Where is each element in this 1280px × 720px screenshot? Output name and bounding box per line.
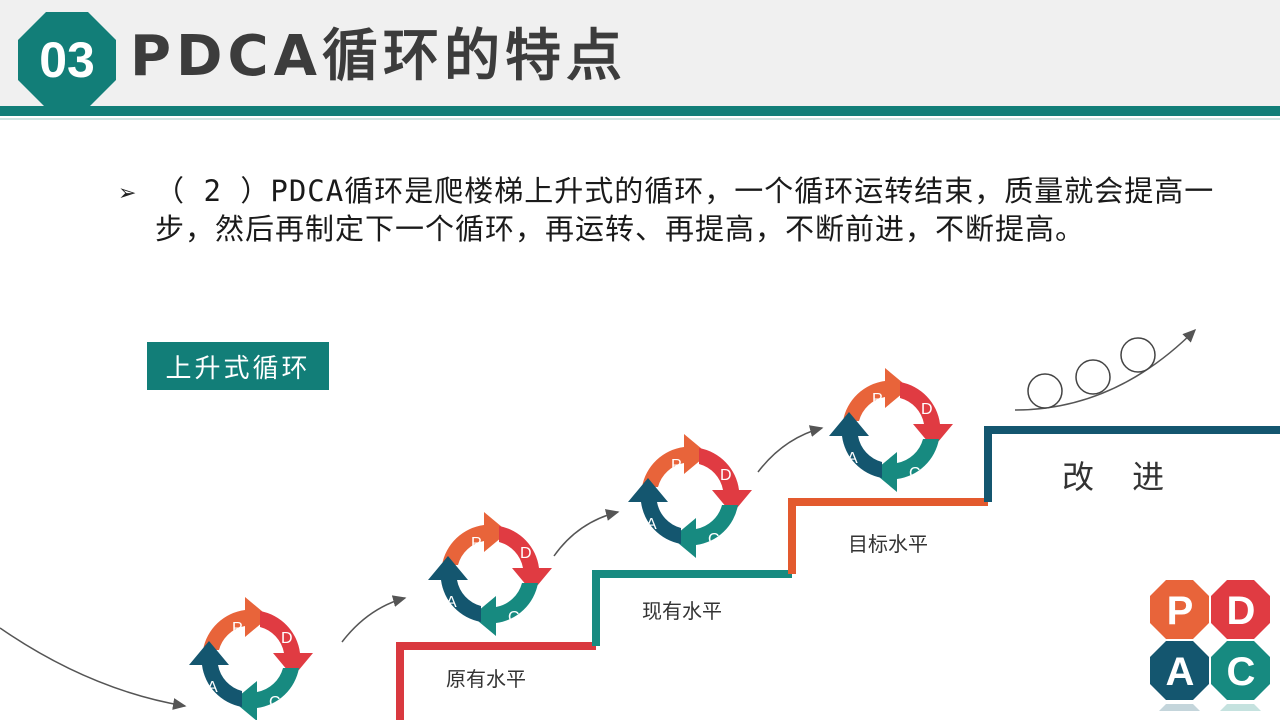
header-rule-thin <box>0 118 1280 120</box>
cycle-letter-c: C <box>269 694 281 711</box>
cycle-letter-p: P <box>232 620 243 637</box>
pdca-cycle-4: P D C A <box>829 368 953 492</box>
cycle-letter-d: D <box>921 401 933 418</box>
header-rule <box>0 106 1280 116</box>
logo-letter-p: P <box>1167 589 1194 633</box>
section-number-badge <box>18 12 116 108</box>
pdca-logo: P D A C <box>1150 580 1270 711</box>
ball-2 <box>1075 359 1111 395</box>
connector-arrow-0 <box>0 627 187 710</box>
cycle-letter-c: C <box>508 609 520 626</box>
rising-cycle-label: 上升式循环 <box>147 342 329 390</box>
section-number: 03 <box>39 32 95 88</box>
cycle-letter-a: A <box>847 450 858 467</box>
stair-step-1 <box>396 642 596 720</box>
header-band <box>0 0 1280 106</box>
cycle-letter-a: A <box>646 516 657 533</box>
cycle-letter-d: D <box>520 545 532 562</box>
cycle-letter-p: P <box>671 457 682 474</box>
cycle-letter-d: D <box>720 467 732 484</box>
page-title: PDCA循环的特点 <box>130 24 627 89</box>
cycle-letter-c: C <box>909 465 921 482</box>
slope-arrow <box>1014 328 1197 411</box>
arrowhead-bullet-icon: ➢ <box>118 181 137 206</box>
cycle-letter-p: P <box>872 391 883 408</box>
stair-step-4 <box>984 426 1280 502</box>
cycle-letter-a: A <box>207 679 218 696</box>
improve-label: 改 进 <box>1062 458 1179 496</box>
cycle-letter-p: P <box>471 535 482 552</box>
logo-letter-d: D <box>1227 589 1256 633</box>
pdca-cycle-1: P D C A <box>189 597 313 720</box>
connector-arrow-3 <box>757 425 824 473</box>
level-original: 原有水平 <box>446 667 526 691</box>
connector-arrow-1 <box>341 595 407 643</box>
logo-letter-c: C <box>1227 650 1256 694</box>
level-current: 现有水平 <box>642 599 722 623</box>
description-text: （ 2 ）PDCA循环是爬楼梯上升式的循环，一个循环运转结束，质量就会提高一步，… <box>155 174 1215 246</box>
connector-arrow-2 <box>553 509 620 557</box>
ball-3 <box>1120 337 1156 373</box>
ball-1 <box>1027 373 1063 409</box>
pdca-cycle-2: P D C A <box>428 512 552 636</box>
cycle-letter-a: A <box>446 594 457 611</box>
level-target: 目标水平 <box>848 532 928 556</box>
logo-letter-a: A <box>1166 650 1195 694</box>
stair-step-2 <box>592 570 792 646</box>
pdca-cycle-3: P D C A <box>628 434 752 558</box>
cycle-letter-d: D <box>281 630 293 647</box>
stair-step-3 <box>788 498 988 574</box>
cycle-letter-c: C <box>708 531 720 548</box>
